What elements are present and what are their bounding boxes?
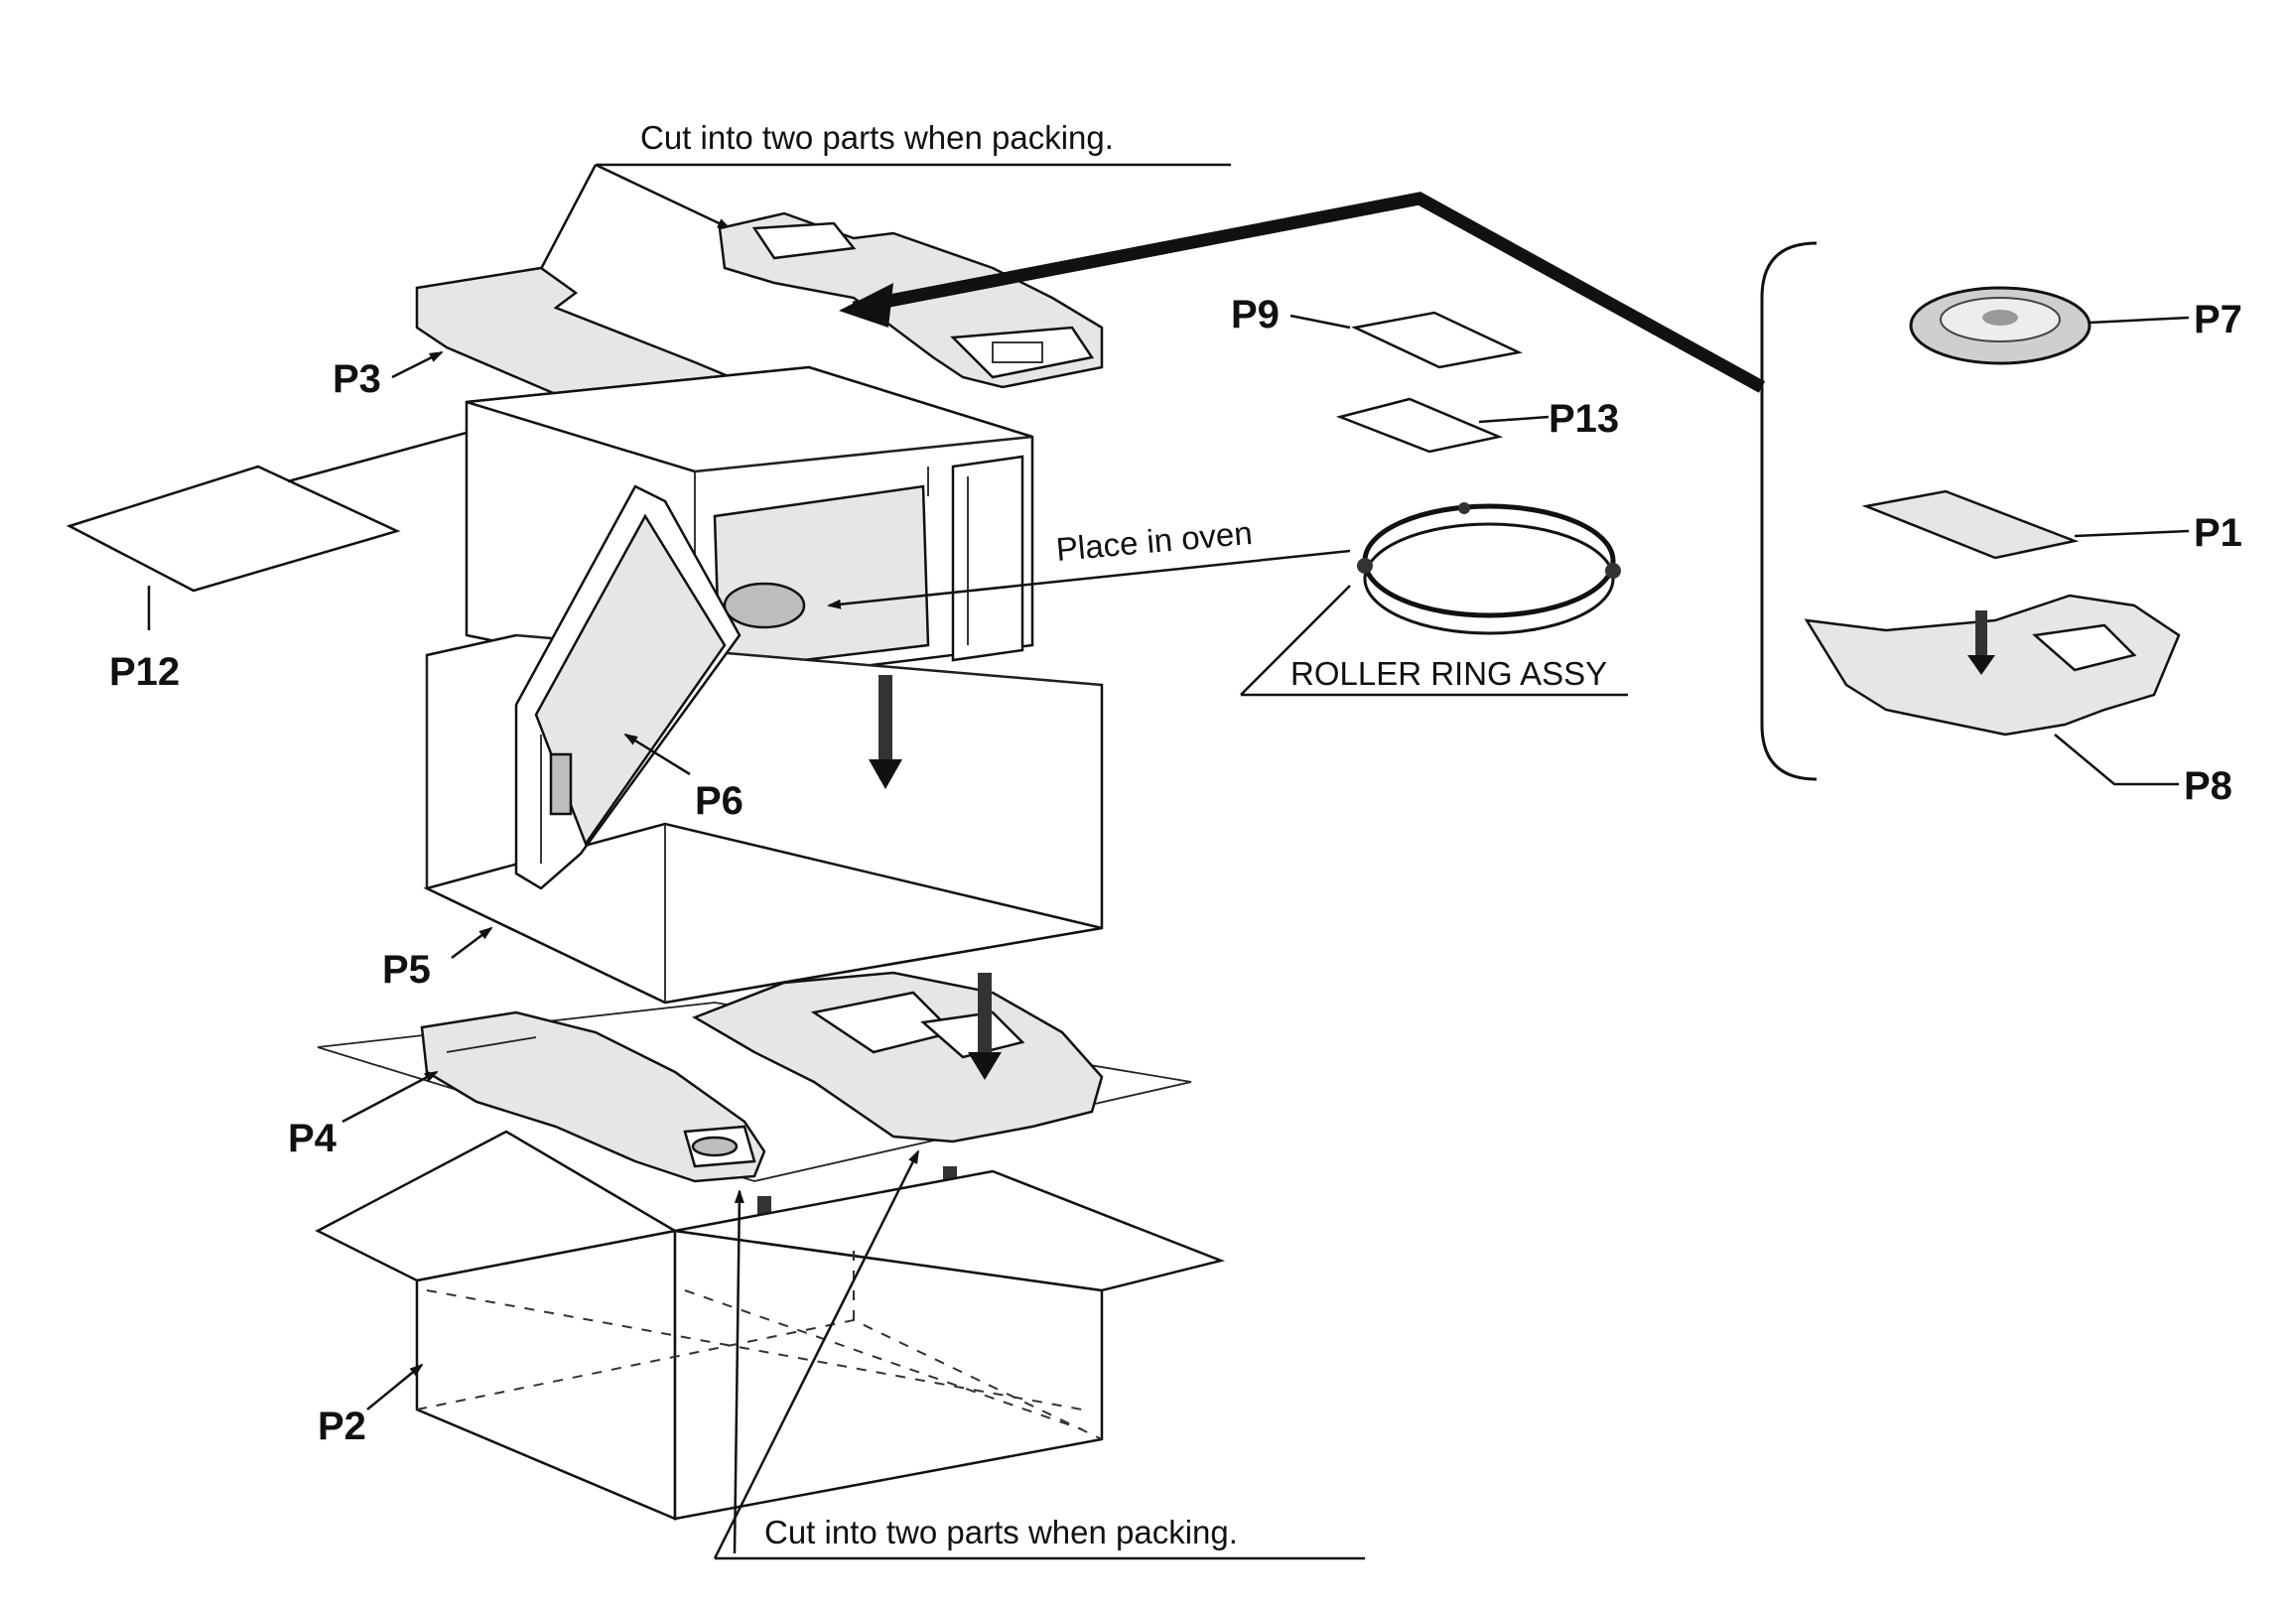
label-p2: P2 [318, 1405, 366, 1448]
label-p7: P7 [2194, 298, 2242, 341]
down-arrow-sleeve [869, 675, 902, 789]
accessory-arrow [839, 192, 1766, 393]
label-p6: P6 [695, 779, 743, 823]
cut-note-bottom-text: Cut into two parts when packing. [764, 1514, 1238, 1550]
label-p3: P3 [333, 357, 381, 401]
p4-label-group: P4 [288, 1070, 439, 1160]
roller-ring-label: ROLLER RING ASSY [1290, 655, 1607, 692]
cut-note-top-text: Cut into two parts when packing. [640, 119, 1114, 156]
p12-sheet: P12 [66, 420, 508, 694]
p4-bottom-cushion-right [692, 971, 1104, 1143]
p4-bottom-cushion-left [420, 1010, 766, 1183]
p2-carton: P2 [315, 1130, 1226, 1521]
label-p5: P5 [382, 948, 431, 992]
cut-note-bottom: Cut into two parts when packing. [713, 1149, 1365, 1560]
cut-note-top: Cut into two parts when packing. [529, 119, 1231, 290]
label-p4: P4 [288, 1117, 338, 1160]
label-p13: P13 [1549, 397, 1619, 441]
p9-sheet: P9 [1231, 293, 1524, 369]
label-p8: P8 [2184, 764, 2232, 808]
label-p1: P1 [2194, 511, 2242, 555]
roller-ring-assy: ROLLER RING ASSY [1240, 502, 1628, 697]
label-p9: P9 [1231, 293, 1280, 336]
label-p12: P12 [109, 650, 180, 694]
accessory-bracket [1760, 241, 1818, 781]
p6-door-panel: P6 [514, 484, 743, 890]
p13-sheet: P13 [1335, 397, 1619, 454]
p8-tray-cushion: P8 [1804, 594, 2232, 808]
p1-sheet: P1 [1861, 489, 2242, 560]
place-in-oven-text: Place in oven [1054, 514, 1254, 568]
p3-label-group: P3 [333, 350, 444, 401]
p7-glass-tray: P7 [1909, 286, 2242, 365]
